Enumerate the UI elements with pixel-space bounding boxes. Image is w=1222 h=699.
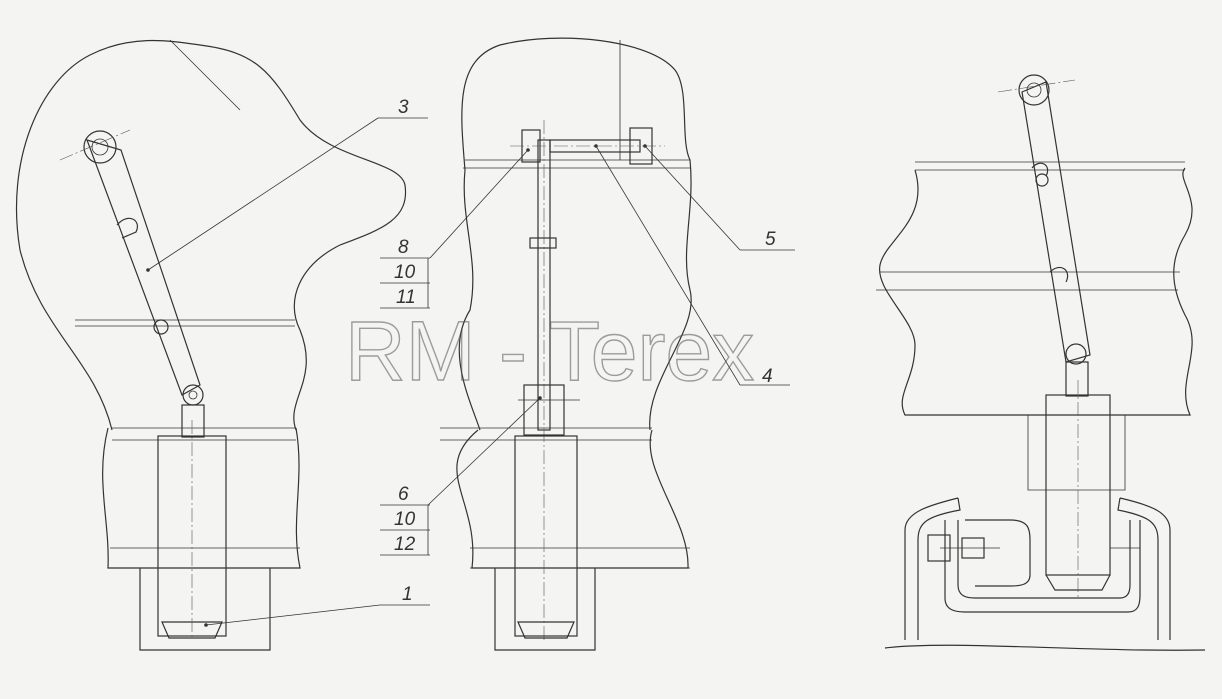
left-link-arm — [86, 139, 201, 396]
left-view-outline — [16, 39, 407, 431]
callout-10-upper: 10 — [394, 262, 416, 283]
middle-view-outline — [458, 37, 692, 431]
callout-8: 8 — [398, 237, 409, 258]
right-view-outline — [879, 167, 1193, 416]
callout-3: 3 — [398, 97, 409, 118]
middle-view — [380, 37, 795, 651]
watermark: RM - Terex — [345, 304, 754, 398]
callout-5: 5 — [765, 229, 776, 250]
callout-11: 11 — [396, 287, 416, 308]
callout-4: 4 — [762, 366, 773, 387]
callout-12: 12 — [394, 534, 416, 555]
right-link-arm — [1021, 81, 1091, 363]
right-view — [876, 74, 1206, 651]
callout-10-lower: 10 — [394, 509, 416, 530]
callout-6: 6 — [398, 484, 409, 505]
left-view — [16, 39, 430, 651]
callout-1: 1 — [402, 584, 413, 605]
right-bracket — [904, 497, 961, 640]
